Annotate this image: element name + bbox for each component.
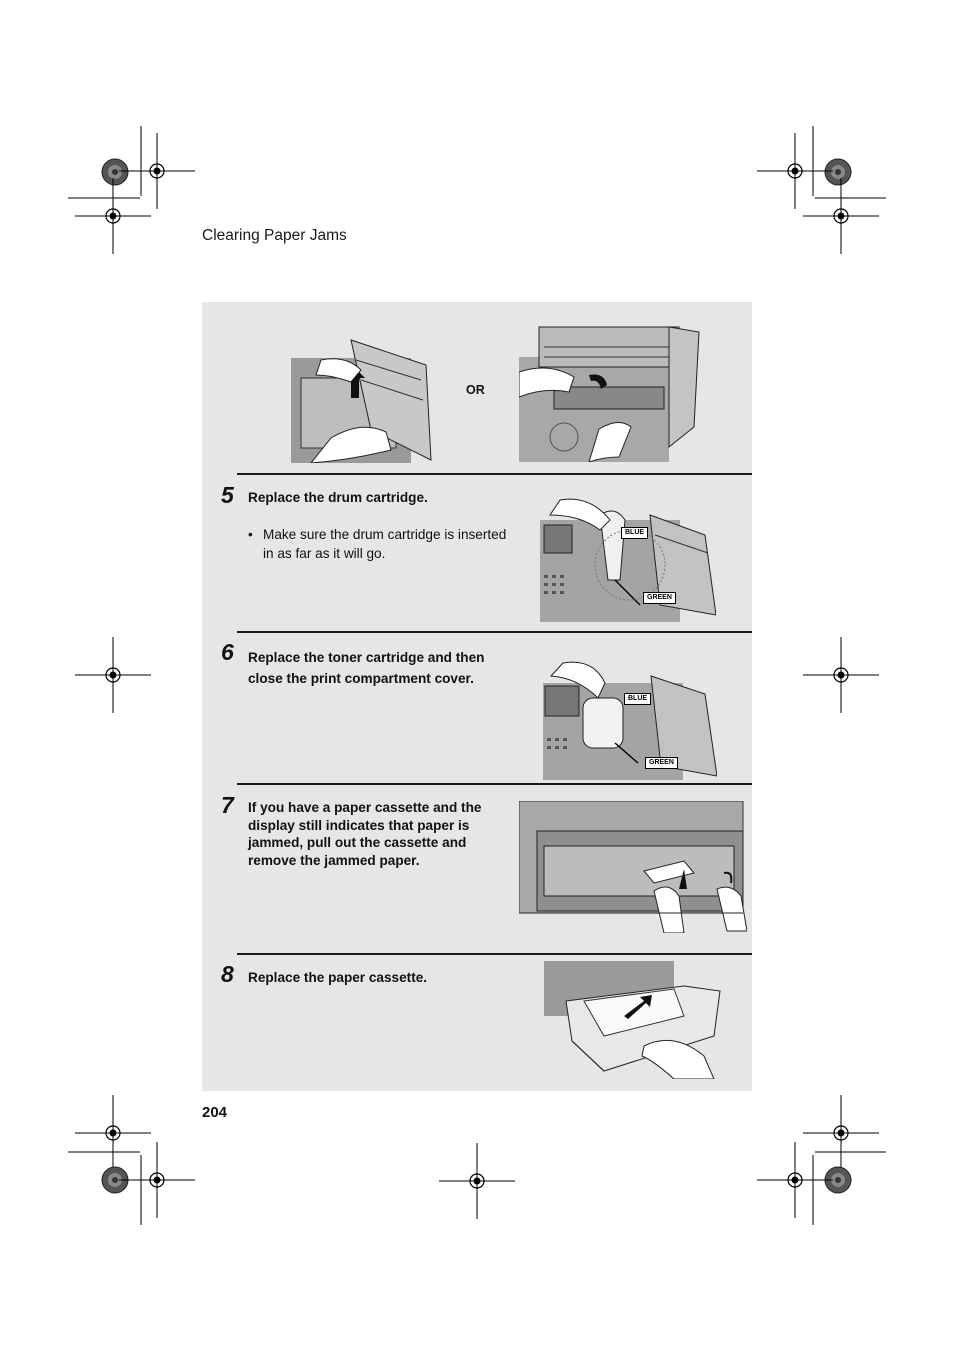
step-6-blue-label: BLUE	[624, 693, 652, 705]
step-6-number: 6	[221, 639, 234, 665]
step-6-line-1: Replace the toner cartridge and then	[248, 650, 485, 665]
step-7-line-4: remove the jammed paper.	[248, 852, 420, 868]
step-6-heading: Replace the toner cartridge and then clo…	[248, 647, 484, 689]
step-7-line-2: display still indicates that paper is	[248, 817, 470, 833]
or-label: OR	[466, 383, 485, 397]
step-6-green-label: GREEN	[645, 757, 678, 769]
step-5-bullet-text: Make sure the drum cartridge is inserted…	[263, 527, 507, 561]
step-5-blue-label: BLUE	[621, 527, 649, 539]
step-7-number: 7	[221, 792, 234, 818]
step-7-heading: If you have a paper cassette and the dis…	[248, 799, 481, 869]
step-5-bullet: • Make sure the drum cartridge is insert…	[248, 525, 508, 563]
step-8-number: 8	[221, 961, 234, 987]
step-6-rule	[237, 631, 752, 633]
open-cover-alt-illustration	[519, 326, 700, 462]
step-8-heading: Replace the paper cassette.	[248, 970, 428, 985]
step-8-rule	[237, 953, 752, 955]
toner-cartridge-illustration	[543, 661, 717, 780]
running-header: Clearing Paper Jams	[202, 227, 347, 244]
step-5-heading: Replace the drum cartridge.	[248, 490, 428, 505]
step-7-line-3: jammed, pull out the cassette and	[248, 835, 467, 850]
open-print-compartment-illustration	[291, 339, 432, 463]
step-5-number: 5	[221, 482, 234, 508]
bullet-icon: •	[248, 527, 253, 542]
drum-cartridge-illustration	[540, 498, 716, 622]
step-5-green-label: GREEN	[643, 592, 676, 604]
step-6-line-2: close the print compartment cover.	[248, 671, 474, 686]
page-number: 204	[202, 1104, 228, 1121]
paper-cassette-jam-illustration	[519, 801, 747, 933]
step-5-rule	[237, 473, 752, 475]
replace-cassette-illustration	[544, 961, 721, 1079]
step-7-line-1: If you have a paper cassette and the	[248, 800, 482, 815]
step-7-rule	[237, 783, 752, 785]
